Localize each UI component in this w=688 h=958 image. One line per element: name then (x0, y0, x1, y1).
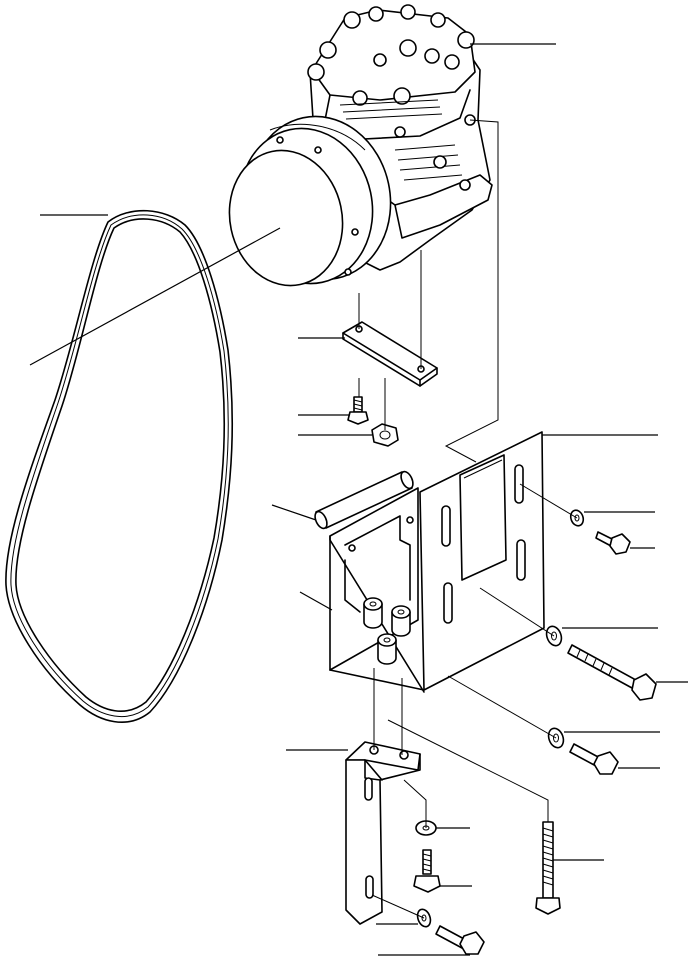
lower-bracket (345, 741, 421, 925)
callout-side-plate (299, 591, 333, 611)
hex-bolt (569, 743, 619, 775)
hex-bolt (595, 531, 631, 555)
hex-bolt (435, 925, 485, 955)
callout-pin (271, 504, 317, 521)
spacer-plate (342, 321, 438, 387)
assembly-lines (358, 119, 578, 919)
hex-bolt (413, 849, 441, 893)
hex-nut (371, 423, 399, 447)
washer (569, 509, 585, 527)
stud-bolt (535, 821, 561, 915)
callout-pulley (29, 227, 281, 366)
hex-bolt (347, 396, 369, 425)
adjusting-bolt (567, 644, 657, 701)
mounting-bracket (314, 431, 545, 693)
callout-leaders (29, 43, 688, 956)
v-belt (5, 209, 234, 724)
compressor (228, 4, 493, 287)
